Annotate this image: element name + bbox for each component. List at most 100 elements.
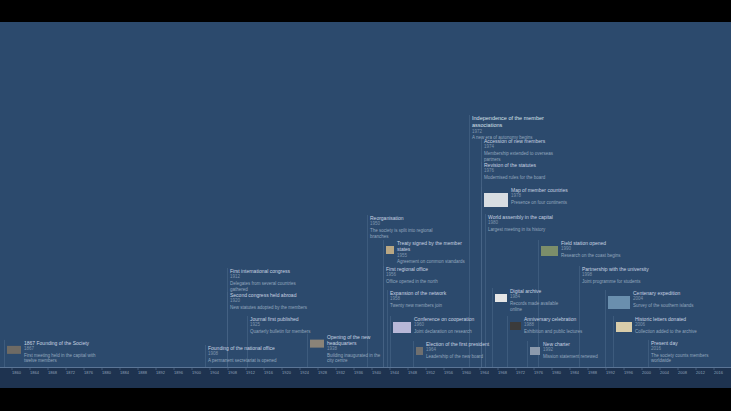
event-picture: [616, 322, 632, 332]
axis-year: 1880: [102, 370, 111, 375]
axis-tick: [48, 367, 49, 370]
event-date: 1988: [524, 322, 602, 328]
event-text: Joint programme for students: [582, 279, 658, 285]
axis-tick: [336, 367, 337, 370]
axis-tick: [156, 367, 157, 370]
event-picture: [7, 346, 21, 354]
timeline-event: Field station opened1990Research on the …: [561, 240, 631, 259]
axis-year: 1940: [372, 370, 381, 375]
event-date: 1960: [414, 322, 486, 328]
leader-line: [383, 266, 384, 367]
timeline-event: Centenary expedition2004Survey of the so…: [633, 290, 707, 309]
event-title: New charter: [543, 341, 613, 347]
axis-year: 1900: [192, 370, 201, 375]
event-title: Anniversary celebration: [524, 316, 602, 322]
axis-line: [0, 367, 731, 368]
event-title: Second congress held abroad: [230, 292, 308, 298]
event-text: First meeting held in the capital with t…: [24, 353, 102, 364]
event-title: Centenary expedition: [633, 290, 707, 296]
leader-line: [579, 266, 580, 367]
event-picture: [495, 294, 507, 302]
axis-tick: [498, 367, 499, 370]
event-date: 1964: [426, 347, 498, 353]
event-text: The society counts members worldwide: [651, 353, 725, 364]
axis-year: 2016: [714, 370, 723, 375]
axis-year: 2000: [642, 370, 651, 375]
axis-year: 1924: [300, 370, 309, 375]
timeline-event: Expansion of the network1958Twenty new m…: [390, 290, 470, 309]
leader-line: [4, 340, 5, 367]
event-date: 1978: [511, 193, 591, 199]
event-date: 2004: [633, 296, 707, 302]
timeline-event: Second congress held abroad1920New statu…: [230, 292, 308, 311]
leader-line: [648, 340, 649, 367]
axis-tick: [246, 367, 247, 370]
axis-tick: [516, 367, 517, 370]
axis-year: 1888: [138, 370, 147, 375]
axis-year: 1936: [354, 370, 363, 375]
event-title: First regional office: [386, 266, 446, 272]
event-title: Journal first published: [250, 316, 320, 322]
event-title: Digital archive: [510, 288, 560, 294]
event-text: Joint declaration on research: [414, 329, 486, 335]
timeline-event: First regional office1956Office opened i…: [386, 266, 446, 285]
event-title: World assembly in the capital: [488, 214, 566, 220]
axis-band: [0, 367, 731, 388]
event-date: 1925: [250, 322, 320, 328]
event-picture: [530, 347, 540, 355]
axis-year: 1872: [66, 370, 75, 375]
axis-year: 1920: [282, 370, 291, 375]
leader-line: [613, 316, 614, 367]
timeline-event: 1867 Founding of the Society1867First me…: [24, 340, 102, 364]
event-title: Partnership with the university: [582, 266, 658, 272]
event-title: Independence of the member associations: [472, 115, 546, 129]
axis-year: 1896: [174, 370, 183, 375]
axis-year: 1980: [552, 370, 561, 375]
event-title: Revision of the statutes: [484, 162, 564, 168]
axis-year: 1948: [408, 370, 417, 375]
event-text: Agreement on common standards: [397, 259, 473, 265]
event-title: Field station opened: [561, 240, 631, 246]
event-title: Expansion of the network: [390, 290, 470, 296]
event-text: Records made available online: [510, 301, 560, 312]
axis-year: 1932: [336, 370, 345, 375]
event-date: 1984: [510, 294, 560, 300]
leader-line: [481, 138, 482, 367]
event-text: Quarterly bulletin for members: [250, 329, 320, 335]
event-picture: [510, 322, 521, 330]
event-date: 1972: [472, 129, 546, 135]
leader-line: [492, 288, 493, 367]
timeline-event: Map of member countries1978Presence on f…: [511, 187, 591, 206]
leader-line: [383, 240, 384, 367]
timeline-event: World assembly in the capital1980Largest…: [488, 214, 566, 233]
event-date: 1867: [24, 346, 102, 352]
leader-line: [481, 187, 482, 367]
event-text: Modernised rules for the board: [484, 175, 564, 181]
event-picture: [393, 322, 411, 333]
axis-year: 2012: [696, 370, 705, 375]
axis-year: 1972: [516, 370, 525, 375]
axis-tick: [714, 367, 715, 370]
axis-year: 1984: [570, 370, 579, 375]
leader-line: [367, 215, 368, 367]
axis-tick: [354, 367, 355, 370]
timeline-event: Opening of the new headquarters1938Build…: [327, 334, 385, 364]
event-title: First international congress: [230, 268, 306, 274]
leader-line: [227, 292, 228, 367]
axis-tick: [120, 367, 121, 370]
axis-year: 2004: [660, 370, 669, 375]
event-picture: [608, 296, 630, 309]
event-date: 1992: [543, 347, 613, 353]
event-date: 1974: [484, 144, 558, 150]
event-date: 1956: [386, 272, 446, 278]
axis-tick: [696, 367, 697, 370]
leader-line: [227, 268, 228, 367]
timeline-event: Present day2016The society counts member…: [651, 340, 725, 364]
axis-tick: [300, 367, 301, 370]
axis-tick: [444, 367, 445, 370]
axis-tick: [570, 367, 571, 370]
event-date: 1976: [484, 168, 564, 174]
leader-line: [605, 290, 606, 367]
